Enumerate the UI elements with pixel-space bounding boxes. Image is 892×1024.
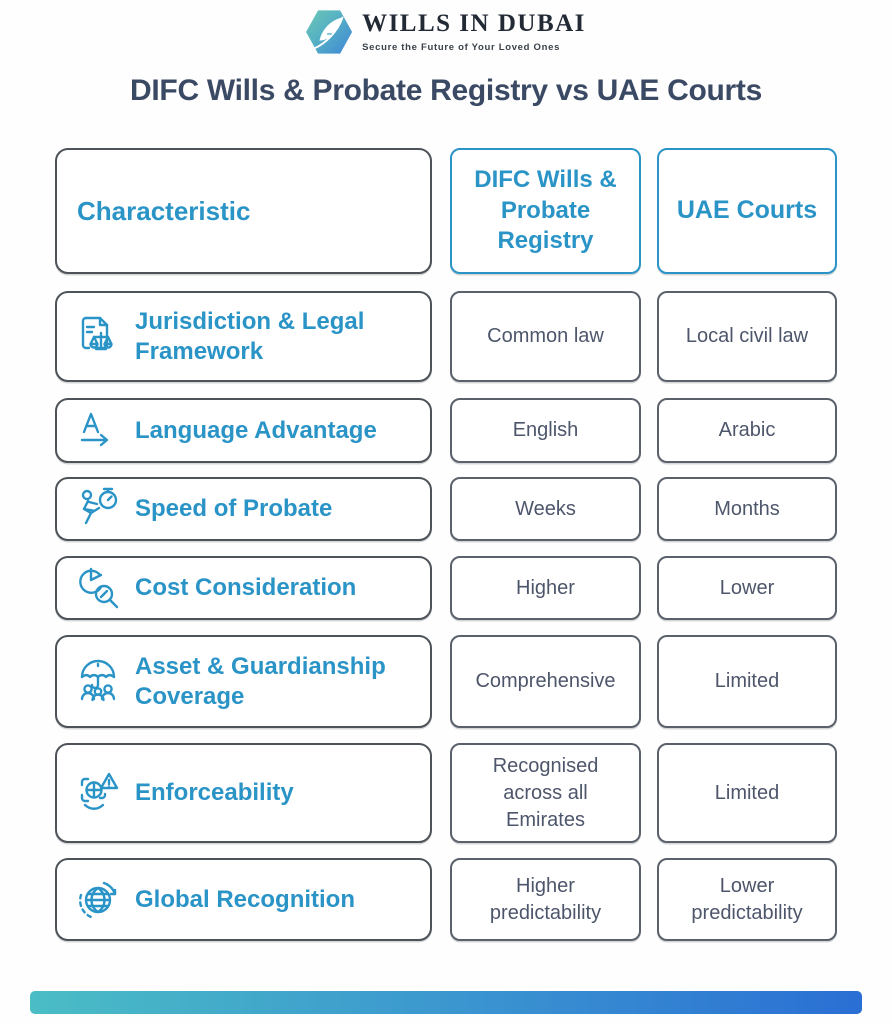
uae-value-cell: Months [657, 477, 837, 541]
document-scales-icon [81, 316, 113, 350]
characteristic-label: Cost Consideration [135, 574, 357, 602]
footer-accent-bar [30, 991, 862, 1014]
pie-magnifier-icon [79, 567, 119, 609]
uae-value-text: Lower predictability [691, 874, 803, 924]
difc-value-cell: Common law [450, 291, 641, 382]
difc-value-cell: Higher predictability [450, 858, 641, 941]
comparison-table: Characteristic DIFC Wills & Probate Regi… [55, 148, 837, 941]
page-title: DIFC Wills & Probate Registry vs UAE Cou… [130, 74, 762, 107]
feather-quill-icon [313, 16, 344, 50]
characteristic-cell-speed: Speed of Probate [55, 477, 432, 541]
uae-value-cell: Limited [657, 743, 837, 843]
difc-value-cell: Higher [450, 556, 641, 620]
characteristic-cell-global: Global Recognition [55, 858, 432, 941]
table-row: Asset & Guardianship Coverage Comprehens… [55, 635, 837, 728]
characteristic-label: Asset & Guardianship Coverage [135, 653, 386, 710]
difc-value-cell: Comprehensive [450, 635, 641, 728]
characteristic-cell-language: Language Advantage [55, 398, 432, 463]
table-row: Speed of Probate Weeks Months [55, 477, 837, 541]
difc-value-cell: Weeks [450, 477, 641, 541]
uae-value-cell: Limited [657, 635, 837, 728]
characteristic-label: Speed of Probate [135, 495, 333, 523]
table-row: Enforceability Recognised across all Emi… [55, 743, 837, 843]
uae-value-cell: Lower predictability [657, 858, 837, 941]
table-row: Jurisdiction & Legal Framework Common la… [55, 291, 837, 382]
verify-alert-icon [80, 772, 119, 810]
uae-value-cell: Lower [657, 556, 837, 620]
brand-name: WILLS IN DUBAI [362, 10, 586, 38]
brand-header: WILLS IN DUBAI Secure the Future of Your… [0, 0, 892, 55]
table-row: Cost Consideration Higher Lower [55, 556, 837, 620]
header-uae-courts: UAE Courts [657, 148, 837, 274]
globe-arrows-icon [78, 881, 117, 918]
difc-value-text: Recognised across all Emirates [492, 754, 599, 831]
characteristic-cell-asset: Asset & Guardianship Coverage [55, 635, 432, 728]
brand-tagline: Secure the Future of Your Loved Ones [362, 41, 561, 53]
header-characteristic: Characteristic [55, 148, 432, 274]
characteristic-label: Jurisdiction & Legal Framework [135, 308, 365, 365]
uae-value-cell: Local civil law [657, 291, 837, 382]
table-header-row: Characteristic DIFC Wills & Probate Regi… [55, 148, 837, 274]
difc-value-cell: Recognised across all Emirates [450, 743, 641, 843]
characteristic-label: Global Recognition [135, 885, 355, 913]
characteristic-label: Language Advantage [135, 416, 377, 444]
umbrella-family-icon [80, 659, 116, 701]
table-row: Global Recognition Higher predictability… [55, 858, 837, 941]
characteristic-label: Enforceability [135, 779, 294, 807]
characteristic-cell-cost: Cost Consideration [55, 556, 432, 620]
difc-value-cell: English [450, 398, 641, 463]
header-difc: DIFC Wills & Probate Registry [450, 148, 641, 274]
characteristic-cell-enforceability: Enforceability [55, 743, 432, 843]
characteristic-cell-jurisdiction: Jurisdiction & Legal Framework [55, 291, 432, 382]
uae-value-cell: Arabic [657, 398, 837, 463]
brand-text: WILLS IN DUBAI Secure the Future of Your… [362, 10, 586, 53]
table-row: Language Advantage English Arabic [55, 398, 837, 463]
language-translate-icon [80, 412, 109, 446]
stopwatch-runner-icon [81, 487, 118, 525]
logo-hexagon [306, 10, 353, 54]
difc-value-text: Higher predictability [489, 874, 602, 924]
